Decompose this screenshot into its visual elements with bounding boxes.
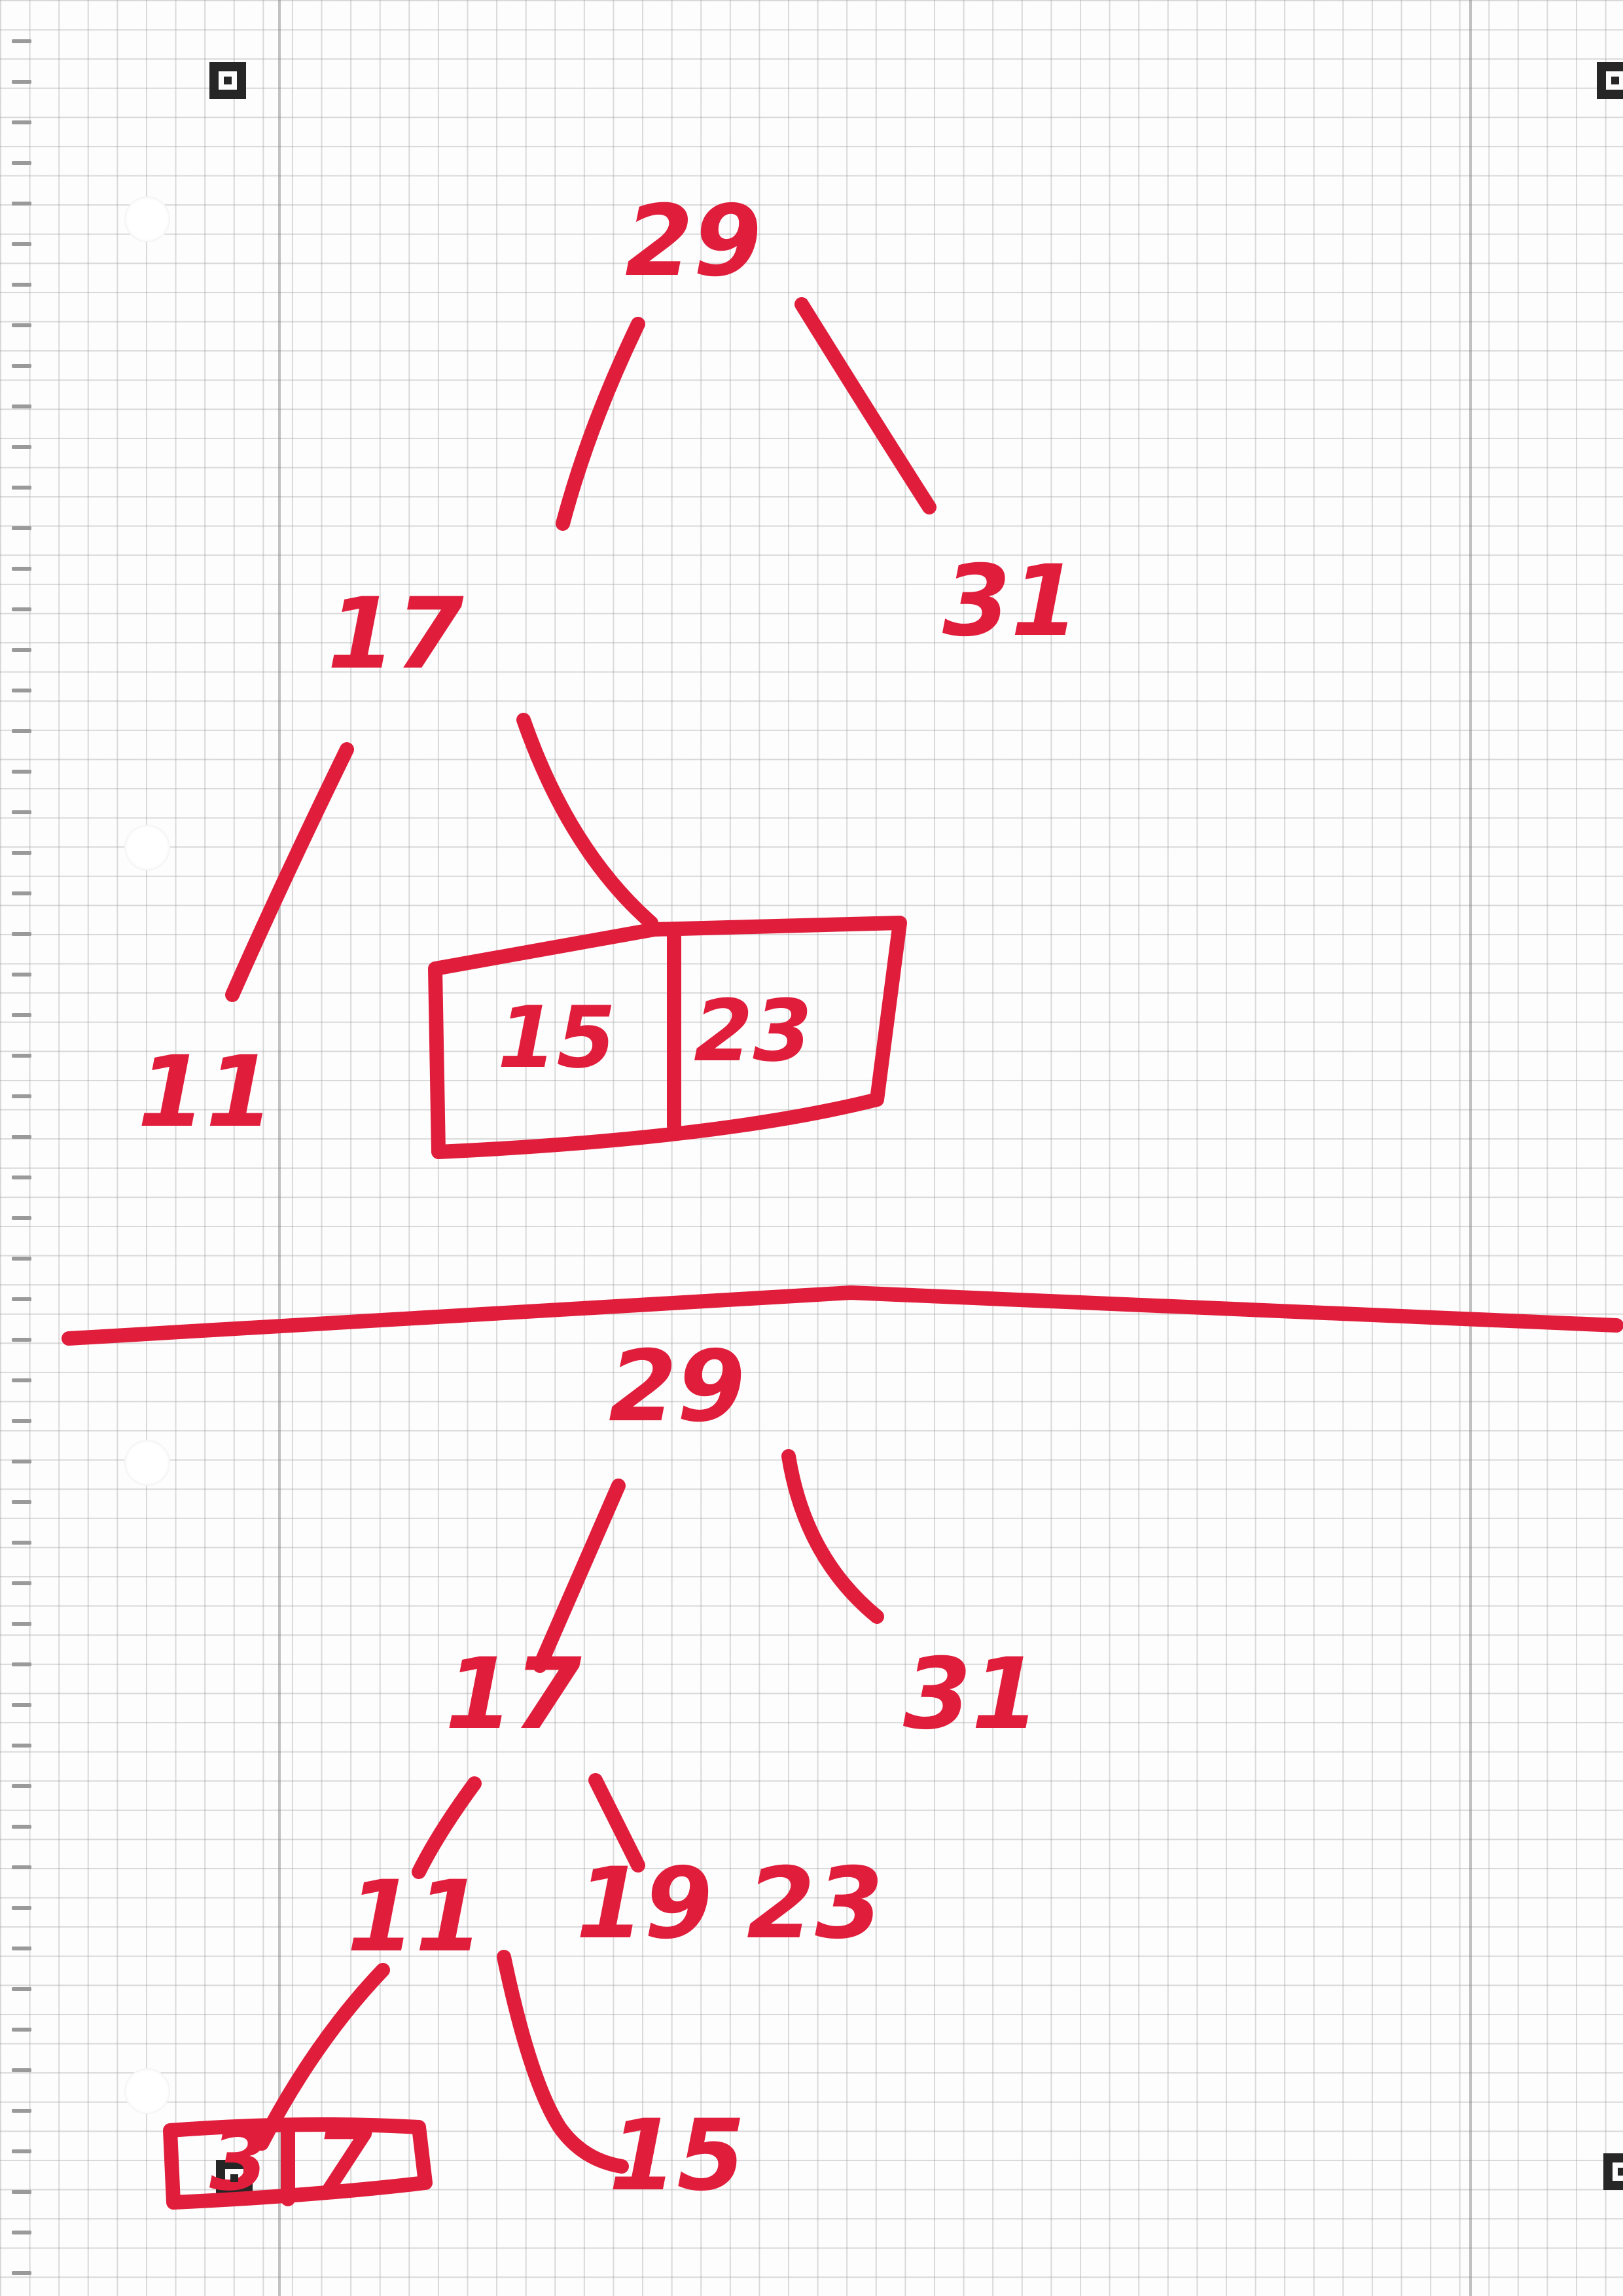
perforation-mark [12,1541,31,1545]
key-15: 15 [497,988,616,1087]
perforation-mark [12,486,31,490]
perforation-mark [12,1946,31,1950]
key-7: 7 [314,2110,374,2210]
edge-29-17-after [533,1479,626,1673]
edge-17-11-after [412,1776,482,1879]
perforation-mark [12,161,31,165]
edge-17-11 [225,742,354,1002]
perforation-mark [12,1865,31,1869]
overflow-node-box [428,916,907,1159]
perforation-mark [12,1013,31,1017]
perforation-mark [12,1297,31,1301]
perforation-mark [12,445,31,449]
perforation-mark [12,932,31,936]
perforation-mark [12,2109,31,2113]
perforation-mark [12,1378,31,1382]
leaf-node-box [163,2117,433,2210]
key-3: 3 [209,2110,268,2210]
node-31-after: 31 [903,1638,1040,1751]
perforation-mark [12,364,31,368]
perforation-mark [12,1338,31,1342]
perforation-mark [12,2149,31,2153]
punch-hole [124,1440,170,1486]
perforation-mark [12,1054,31,1058]
perforation-mark [12,891,31,895]
perforation-mark [12,810,31,814]
perforation-mark [12,973,31,977]
perforation-mark [12,1094,31,1098]
perforation-mark [12,1581,31,1585]
perforation-mark [12,1906,31,1910]
node-17-after: 17 [445,1638,582,1751]
perforation-mark [12,1500,31,1504]
perforation-mark [12,1987,31,1991]
node-17: 17 [327,577,464,691]
perforation-mark [12,2028,31,2032]
perforation-mark [12,1216,31,1220]
perforation-mark [12,242,31,246]
perforation-mark [12,729,31,733]
edge-11-15 [497,1950,629,2174]
perforation-mark [12,1662,31,1666]
perforation-mark [12,1744,31,1748]
perforation-mark [12,2231,31,2234]
tree-after: 29 17 31 11 19 23 15 3 7 [163,1330,1040,2213]
edge-17-overflow [516,713,658,930]
corner-marker-bottom-left [216,2160,253,2197]
perforation-mark [12,1175,31,1179]
margin-line-left [278,0,281,2296]
perforation-mark [12,526,31,530]
node-19-23-after: 19 23 [576,1847,883,1961]
corner-marker-top-right [1597,62,1623,99]
perforation-mark [12,851,31,855]
perforation-mark [12,689,31,692]
punch-hole [124,196,170,242]
edge-17-1923-after [588,1773,645,1873]
punch-hole [124,825,170,870]
tree-before: 29 17 31 11 15 23 [137,185,1079,1159]
node-11: 11 [137,1035,274,1149]
perforation-mark [12,1460,31,1463]
perforation-mark [12,648,31,652]
node-31: 31 [942,545,1079,658]
edge-29-31-after [781,1449,884,1624]
perforation-mark [12,120,31,124]
edge-29-31 [794,297,936,514]
perforation-mark [12,607,31,611]
key-23: 23 [694,981,812,1081]
perforation-mark [12,404,31,408]
punch-hole [124,2068,170,2114]
perforation-mark [12,1825,31,1829]
separator-line [62,1285,1623,1346]
perforation-mark [12,1419,31,1423]
perforation-mark [12,2271,31,2275]
perforation-mark [12,1703,31,1707]
perforation-mark [12,39,31,43]
corner-marker-top-left [209,62,246,99]
perforation-mark [12,2068,31,2072]
node-11-after: 11 [347,1860,484,1974]
perforation-mark [12,283,31,287]
edge-29-17 [556,317,645,531]
node-15-after: 15 [609,2099,745,2213]
edge-11-leaf-left [255,1963,390,2151]
perforation-mark [12,1135,31,1139]
perforation-mark [12,770,31,774]
node-root-29: 29 [625,185,762,298]
perforation-mark [12,80,31,84]
margin-line-right [1469,0,1472,2296]
perforation-mark [12,1257,31,1261]
perforation-mark [12,323,31,327]
perforation-mark [12,1622,31,1626]
perforation-mark [12,202,31,206]
perforation-mark [12,1784,31,1788]
corner-marker-bottom-right [1603,2153,1623,2190]
perforation-mark [12,567,31,571]
perforation-mark [12,2190,31,2194]
node-root-29-after: 29 [609,1330,745,1444]
